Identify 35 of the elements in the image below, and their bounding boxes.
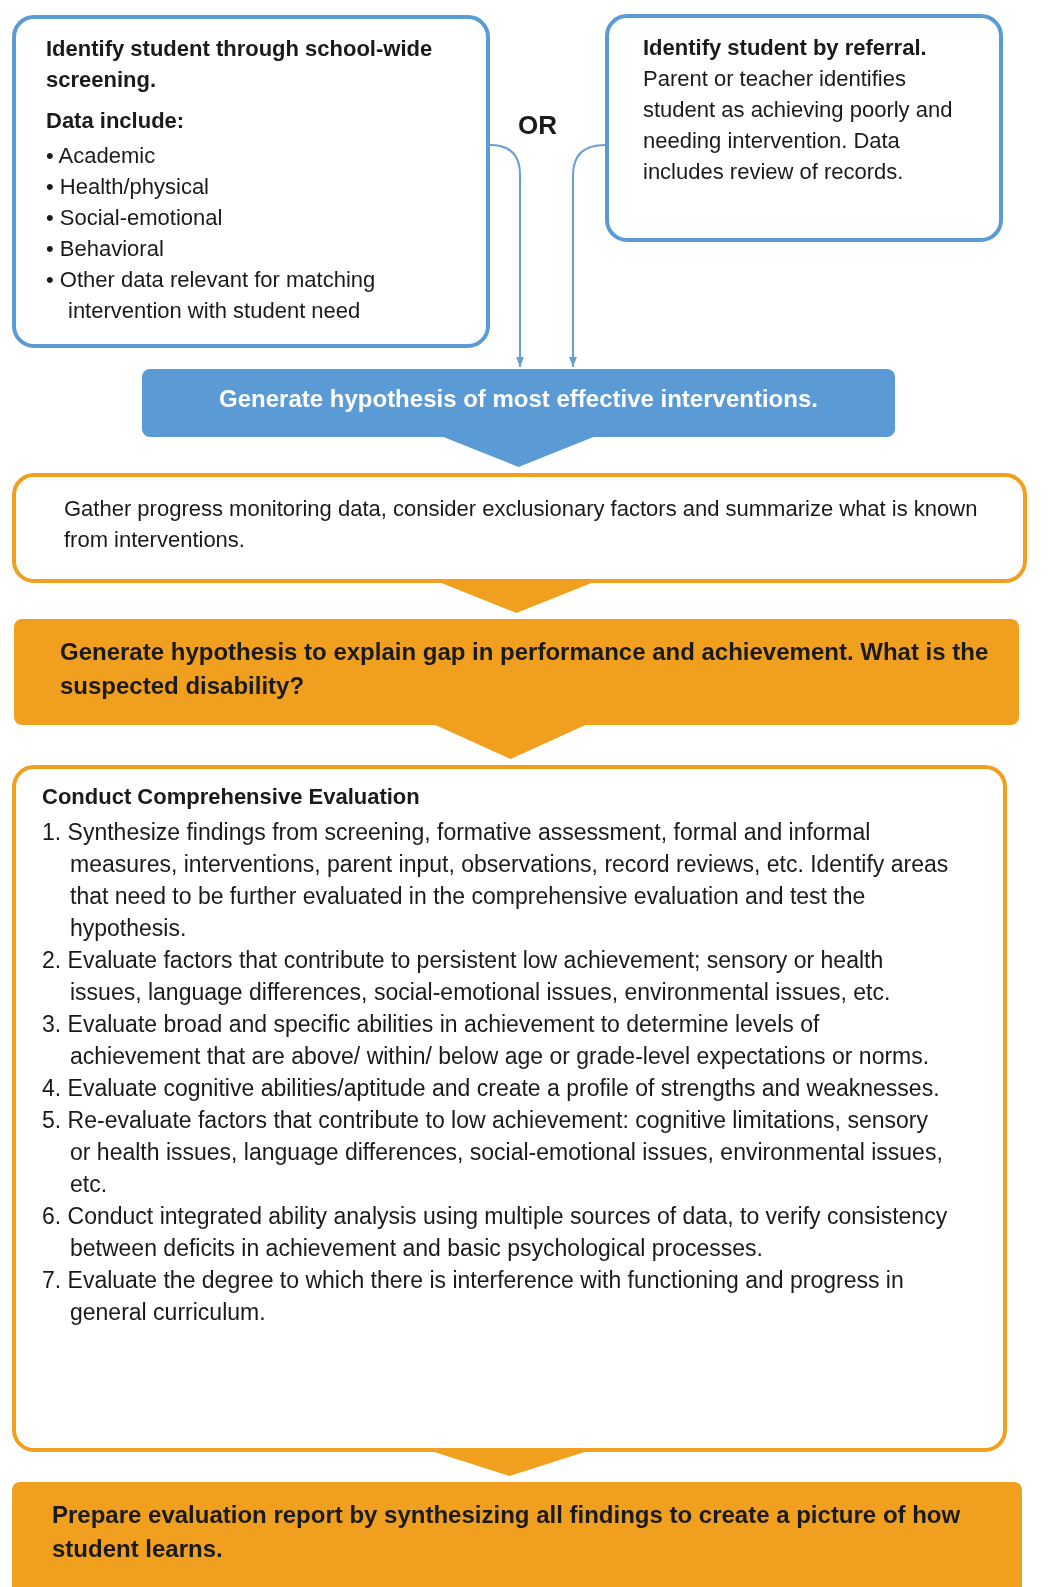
bullet-item: • Social-emotional (46, 204, 224, 232)
list-item: 4. Evaluate cognitive abilities/aptitude and create a profile of strengths and weaknesses. (42, 1074, 941, 1103)
process-box (12, 473, 1027, 583)
description: Parent or teacher identifies student as achieving poorly and needing intervention. Data includes review of records. (643, 65, 954, 186)
process-box (12, 15, 490, 348)
list-item: 1. Synthesize findings from screening, formative assessment, formal and informal measures, interventions, parent input, observations, record reviews, etc. Identify areas that need to be further evaluated in the comprehensive evaluation and test the hypothesis. (42, 818, 950, 943)
heading: Conduct Comprehensive Evaluation (42, 783, 421, 811)
process-box (605, 14, 1003, 242)
arrow (489, 144, 524, 368)
list-item: 6. Conduct integrated ability analysis using multiple sources of data, to verify consistency between deficits in achievement and basic psychological processes. (42, 1202, 949, 1263)
subheading: Data include: (46, 107, 186, 135)
connector-label: OR (518, 110, 557, 141)
arrow (569, 144, 606, 368)
chevron-arrow (435, 724, 586, 760)
process-box (12, 765, 1007, 1452)
list-item: 7. Evaluate the degree to which there is interference with functioning and progress in general curriculum. (42, 1266, 905, 1327)
process-box (14, 619, 1019, 725)
description: Gather progress monitoring data, consider exclusionary factors and summarize what is known from interventions. (64, 495, 979, 554)
heading: Generate hypothesis of most effective interventions. (218, 384, 819, 414)
bullet-item: • Other data relevant for matching intervention with student need (46, 266, 377, 325)
list-item: 5. Re-evaluate factors that contribute to low achievement: cognitive limitations, sensory or health issues, language differences, social-emotional issues, environmental issues, etc. (42, 1106, 944, 1199)
bullet-item: • Academic (46, 142, 157, 170)
chevron-arrow (443, 436, 594, 468)
heading: Identify student by referral. (643, 34, 928, 62)
heading: Prepare evaluation report by synthesizing all findings to create a picture of how student learns. (52, 1500, 962, 1564)
bullet-item: • Behavioral (46, 235, 165, 263)
bullet-item: • Health/physical (46, 173, 210, 201)
process-box (142, 369, 895, 437)
list-item: 2. Evaluate factors that contribute to persistent low achievement; sensory or health issues, language differences, social-emotional issues, environmental issues, etc. (42, 946, 892, 1007)
heading: Generate hypothesis to explain gap in performance and achievement. What is the suspected disability? (60, 637, 990, 701)
list-item: 3. Evaluate broad and specific abilities in achievement to determine levels of achievement that are above/ within/ below age or grade-level expectations or norms. (42, 1010, 931, 1071)
chevron-arrow (441, 582, 592, 614)
chevron-arrow (434, 1451, 585, 1477)
heading: Identify student through school-wide screening. (46, 35, 434, 94)
process-box (12, 1482, 1022, 1587)
